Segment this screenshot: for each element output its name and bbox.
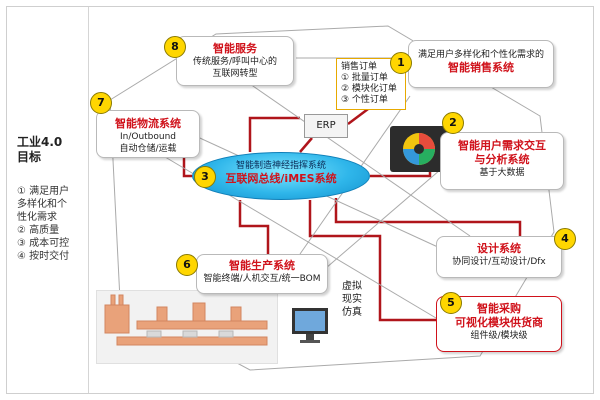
goals-list-item: ③ 成本可控 xyxy=(17,238,70,249)
node-design-system: 设计系统 协同设计/互动设计/Dfx xyxy=(436,236,562,278)
node-title: 可视化模块供货商 xyxy=(455,316,543,329)
node-desc: In/Outbound xyxy=(119,132,177,142)
node-desc: 满足用户多样化和个性化需求的 xyxy=(417,50,544,60)
node-smart-procurement: 智能采购 可视化模块供货商 组件级/模块级 xyxy=(436,296,562,352)
node-title: 设计系统 xyxy=(477,242,521,255)
node-smart-production: 智能生产系统 智能终端/人机交互/统一BOM xyxy=(196,254,328,294)
goals-list: ① 满足用户 多样化和个 性化需求 ② 高质量 ③ 成本可控 ④ 按时交付 xyxy=(17,185,69,263)
orders-line: 销售订单 xyxy=(341,62,378,72)
node-desc: 协同设计/互动设计/Dfx xyxy=(452,257,546,267)
badge-5: 5 xyxy=(440,292,462,314)
goals-sidebar: 工业4.0 目标 ① 满足用户 多样化和个 性化需求 ② 高质量 ③ 成本可控 … xyxy=(7,7,89,393)
orders-line: ③ 个性订单 xyxy=(341,95,388,105)
badge-3: 3 xyxy=(194,166,216,188)
user-demand-icons xyxy=(390,126,448,172)
hub-title: 互联网总线/iMES系统 xyxy=(225,172,337,185)
badge-1: 1 xyxy=(390,52,412,74)
node-desc: 互联网转型 xyxy=(212,69,258,79)
goals-list-item: ④ 按时交付 xyxy=(17,251,70,262)
node-smart-service: 智能服务 传统服务/呼叫中心的 互联网转型 xyxy=(176,36,294,86)
erp-box: ERP xyxy=(304,114,348,138)
badge-6: 6 xyxy=(176,254,198,276)
node-desc: 组件级/模块级 xyxy=(470,331,528,341)
link-service-design xyxy=(249,83,471,237)
node-title: 与分析系统 xyxy=(474,153,530,166)
node-desc: 智能终端/人机交互/统一BOM xyxy=(203,274,321,284)
monitor-icon xyxy=(290,306,330,346)
goals-list-item: ① 满足用户 xyxy=(17,186,70,197)
badge-7: 7 xyxy=(90,92,112,114)
link-hub-production xyxy=(238,200,270,254)
link-hub-erp xyxy=(299,137,313,153)
node-demand-analysis: 智能用户需求交互 与分析系统 基于大数据 xyxy=(440,132,564,190)
node-desc: 传统服务/呼叫中心的 xyxy=(192,57,278,67)
vr-simulation-label: 虚拟现实仿真 xyxy=(342,281,362,318)
node-title: 智能生产系统 xyxy=(229,259,295,272)
sales-orders-panel: 销售订单 ① 批量订单 ② 模块化订单 ③ 个性订单 xyxy=(336,58,406,110)
imes-hub: 智能制造神经指挥系统 互联网总线/iMES系统 xyxy=(192,152,370,200)
badge-2: 2 xyxy=(442,112,464,134)
node-desc: 基于大数据 xyxy=(479,168,525,178)
orders-line: ② 模块化订单 xyxy=(341,84,397,94)
link-production-demand xyxy=(325,169,441,269)
link-hub-design xyxy=(334,198,522,236)
node-title: 智能采购 xyxy=(477,302,521,315)
node-title: 智能用户需求交互 xyxy=(458,139,546,152)
node-smart-logistics: 智能物流系统 In/Outbound 自动仓储/运载 xyxy=(96,110,200,158)
badge-4: 4 xyxy=(554,228,576,250)
node-title: 智能服务 xyxy=(213,42,257,55)
badge-8: 8 xyxy=(164,36,186,58)
goals-list-item: 性化需求 xyxy=(17,212,57,223)
node-title: 智能销售系统 xyxy=(448,61,514,74)
node-desc: 自动仓储/运载 xyxy=(119,144,177,154)
goals-list-item: 多样化和个 xyxy=(17,199,67,210)
goals-title: 工业4.0 目标 xyxy=(17,135,63,164)
diagram-frame xyxy=(6,6,594,394)
orders-line: ① 批量订单 xyxy=(341,73,388,83)
node-title: 智能物流系统 xyxy=(115,117,181,130)
goals-list-item: ② 高质量 xyxy=(17,225,60,236)
node-smart-sales: 满足用户多样化和个性化需求的 智能销售系统 xyxy=(408,40,554,88)
link-hub-service xyxy=(248,116,300,152)
factory-illustration xyxy=(96,290,278,364)
link-hub-procurement xyxy=(308,200,436,322)
hub-subtitle: 智能制造神经指挥系统 xyxy=(235,161,326,171)
